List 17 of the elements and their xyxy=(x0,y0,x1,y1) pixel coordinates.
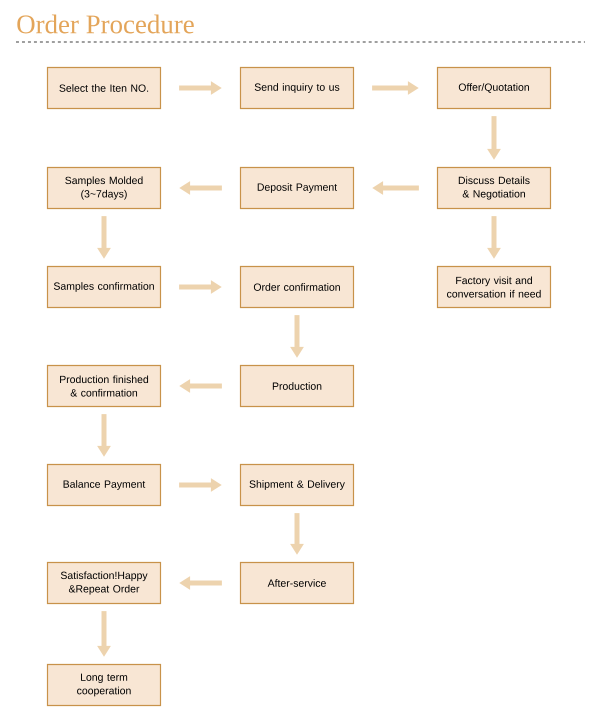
process-box: Samples Molded (3~7days) xyxy=(46,166,162,210)
process-box: Balance Payment xyxy=(46,464,162,506)
process-box: Long term cooperation xyxy=(46,664,162,706)
process-box: Shipment & Delivery xyxy=(240,464,354,506)
process-box: Samples confirmation xyxy=(46,266,162,308)
process-box: Discuss Details & Negotiation xyxy=(436,166,552,210)
process-box: Offer/Quotation xyxy=(436,66,552,110)
process-box: Select the Iten NO. xyxy=(46,66,162,110)
process-box: Production xyxy=(240,364,354,408)
process-box: Send inquiry to us xyxy=(240,66,354,110)
title: Order Procedure xyxy=(17,14,194,34)
process-box: Deposit Payment xyxy=(240,166,354,210)
process-box: After-service xyxy=(240,562,354,604)
process-box: Satisfaction!Happy &Repeat Order xyxy=(46,562,162,604)
process-box: Factory visit and conversation if need xyxy=(436,266,552,308)
process-box: Production finished & confirmation xyxy=(46,364,162,408)
process-box: Order confirmation xyxy=(240,266,354,308)
